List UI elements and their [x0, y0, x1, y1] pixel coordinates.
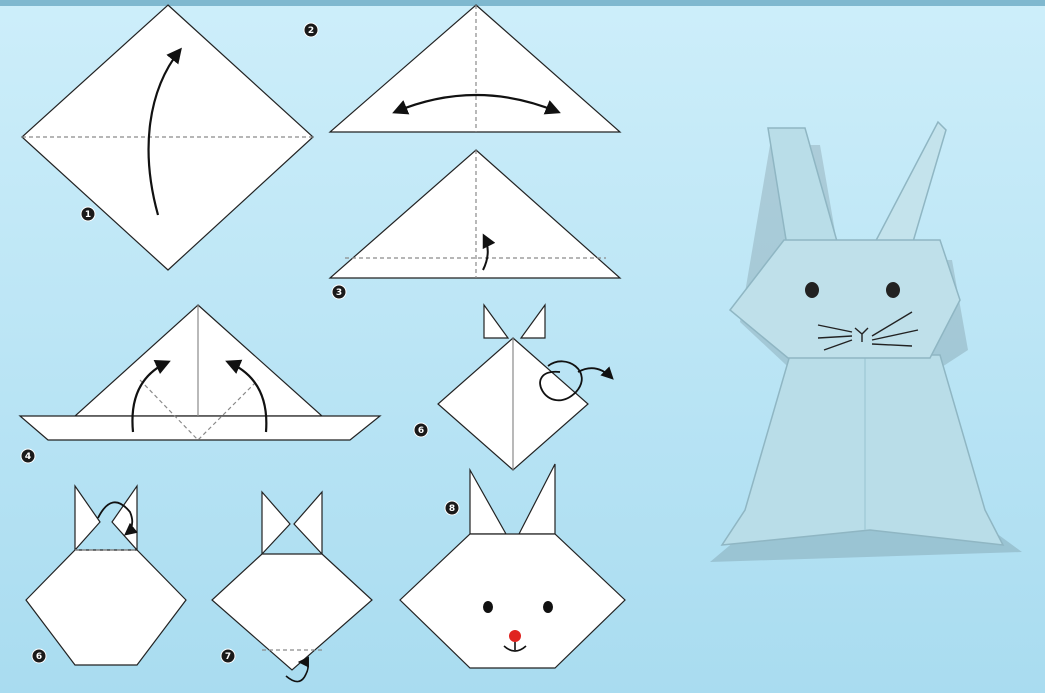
step-1-number-marker: 1	[81, 207, 95, 221]
step-7-number-marker: 7	[221, 649, 235, 663]
step-4-number-marker: 4	[21, 449, 35, 463]
step-2-number-marker: 2	[304, 23, 318, 37]
step-number-label: 4	[25, 452, 31, 462]
bunny-nose	[509, 630, 521, 642]
top-border	[0, 0, 1045, 6]
bunny-left-eye	[483, 601, 493, 613]
step-8-number-marker: 8	[445, 501, 459, 515]
step-number-label: 7	[225, 652, 231, 662]
step-6-number-marker: 6	[32, 649, 46, 663]
step-number-label: 6	[418, 426, 424, 436]
bunny-right-eye	[543, 601, 553, 613]
step-5-number-marker: 6	[414, 423, 428, 437]
step-number-label: 3	[336, 288, 342, 298]
step-number-label: 2	[308, 26, 314, 36]
step-number-label: 8	[449, 504, 455, 514]
step-3-number-marker: 3	[332, 285, 346, 299]
step-number-label: 1	[85, 210, 91, 220]
step-number-label: 6	[36, 652, 42, 662]
